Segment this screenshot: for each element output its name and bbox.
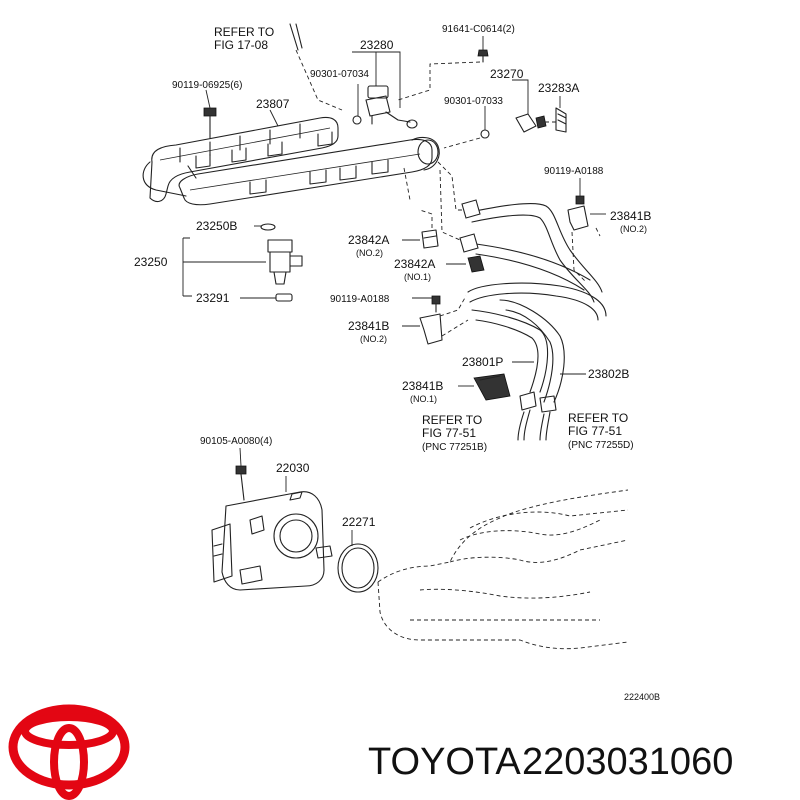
bracket-23841B-top (567, 195, 589, 231)
label-90119-06925: 90119-06925(6) (172, 80, 242, 91)
bolt-90119-06925 (203, 107, 217, 139)
leader-lines (182, 36, 606, 546)
throttle-body-22030 (211, 465, 333, 591)
gasket-22271 (337, 543, 379, 593)
label-refer-77251B-line2: FIG 77-51 (422, 426, 476, 440)
label-23807: 23807 (256, 97, 290, 111)
fuel-rail-assembly (142, 116, 440, 206)
label-refer-77251B-line3: (PNC 77251B) (422, 442, 487, 453)
label-22030: 22030 (276, 461, 310, 475)
label-23842A-no2: 23842A (348, 233, 389, 247)
label-23283A: 23283A (538, 81, 579, 95)
label-refer-fig-17-08-line1: REFER TO (214, 25, 274, 39)
label-refer-77255D-line2: FIG 77-51 (568, 424, 622, 438)
label-23842A-no1: 23842A (394, 257, 435, 271)
label-23280: 23280 (360, 38, 394, 52)
label-no1-mid: (NO.1) (404, 272, 431, 282)
clamp-23842A-no2 (421, 229, 439, 249)
footer-brand: TOYOTA (368, 741, 521, 783)
fuel-pipe-top (289, 23, 303, 51)
footer-part-number: 2203031060 (522, 741, 733, 783)
label-23841B-top: 23841B (610, 209, 651, 223)
label-no2-mid: (NO.2) (356, 248, 383, 258)
label-23291: 23291 (196, 291, 230, 305)
label-22271: 22271 (342, 515, 376, 529)
label-refer-77251B-line1: REFER TO (422, 413, 482, 427)
label-90105-A0080: 90105-A0080(4) (200, 436, 272, 447)
label-23250: 23250 (134, 255, 168, 269)
label-no2-top: (NO.2) (620, 224, 647, 234)
label-no1-low: (NO.1) (410, 394, 437, 404)
injector-23250 (260, 223, 303, 302)
label-refer-fig-17-08-line2: FIG 17-08 (214, 38, 268, 52)
fuel-hose-assembly (459, 199, 607, 441)
bolt-91641 (477, 49, 489, 63)
clip-23283A (555, 107, 567, 133)
label-23841B-mid: 23841B (348, 319, 389, 333)
sensor-23270 (480, 113, 547, 139)
label-refer-77255D-line3: (PNC 77255D) (568, 440, 634, 451)
bracket-23841B-low (473, 373, 511, 401)
pressure-regulator-23280 (352, 85, 418, 129)
bracket-23841B-mid (419, 295, 443, 345)
label-23250B: 23250B (196, 219, 237, 233)
part-labels: REFER TO FIG 17-08 91641-C0614(2) 23280 … (134, 24, 660, 702)
label-23802B: 23802B (588, 367, 629, 381)
label-23801P: 23801P (462, 355, 503, 369)
label-90301-07034: 90301-07034 (310, 69, 369, 80)
clamp-23842A-no1 (467, 255, 485, 273)
label-23270: 23270 (490, 67, 524, 81)
label-90119-A0188-mid: 90119-A0188 (330, 294, 390, 305)
intake-manifold (377, 489, 629, 650)
label-90119-A0188-top: 90119-A0188 (544, 166, 604, 177)
label-no2-low: (NO.2) (360, 334, 387, 344)
label-91641-C0614: 91641-C0614(2) (442, 24, 515, 35)
label-23841B-low: 23841B (402, 379, 443, 393)
label-drawing-code: 222400B (624, 692, 660, 702)
toyota-logo-icon (8, 704, 130, 800)
label-refer-77255D-line1: REFER TO (568, 411, 628, 425)
label-90301-07033: 90301-07033 (444, 96, 503, 107)
